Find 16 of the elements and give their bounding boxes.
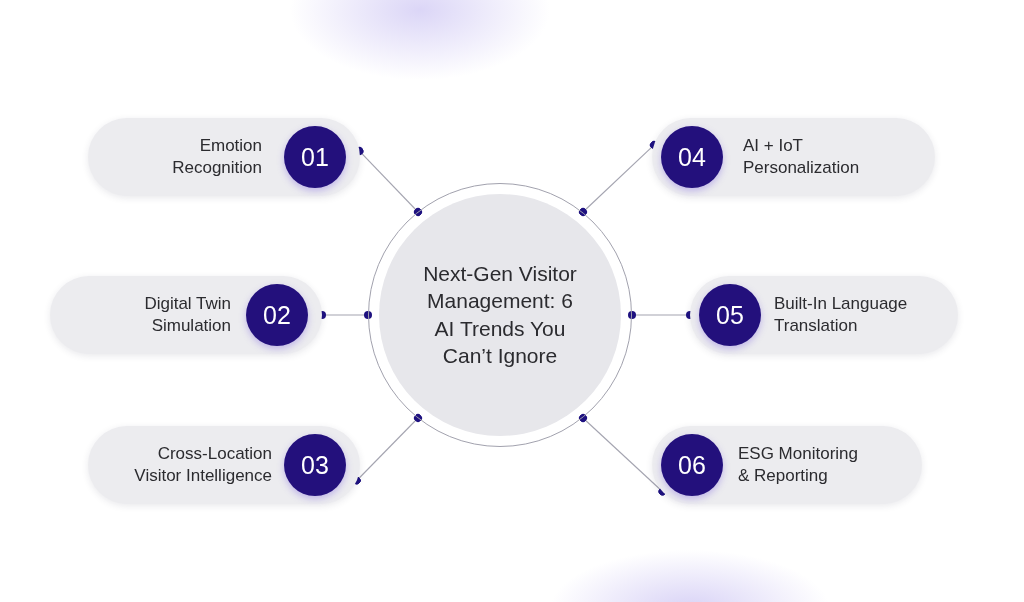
- step-number-circle: 04: [661, 126, 723, 188]
- trend-label: AI + IoT Personalization: [743, 134, 861, 179]
- step-number-circle: 02: [246, 284, 308, 346]
- step-number-circle: 06: [661, 434, 723, 496]
- connector-line: [579, 414, 667, 496]
- step-number-circle: 05: [699, 284, 761, 346]
- trend-label: Built-In Language Translation: [774, 292, 909, 337]
- trend-label: Cross-Location Visitor Intelligence: [133, 442, 272, 487]
- trend-label: Digital Twin Simulation: [143, 292, 231, 337]
- hub-title: Next-Gen Visitor Management: 6 AI Trends You Can’t Ignore: [422, 261, 578, 370]
- step-number-circle: 01: [284, 126, 346, 188]
- trend-label: Emotion Recognition: [171, 134, 262, 179]
- step-number-circle: 03: [284, 434, 346, 496]
- trend-label: ESG Monitoring & Reporting: [738, 442, 859, 487]
- connector-line: [579, 141, 658, 216]
- trend-card: [652, 426, 922, 504]
